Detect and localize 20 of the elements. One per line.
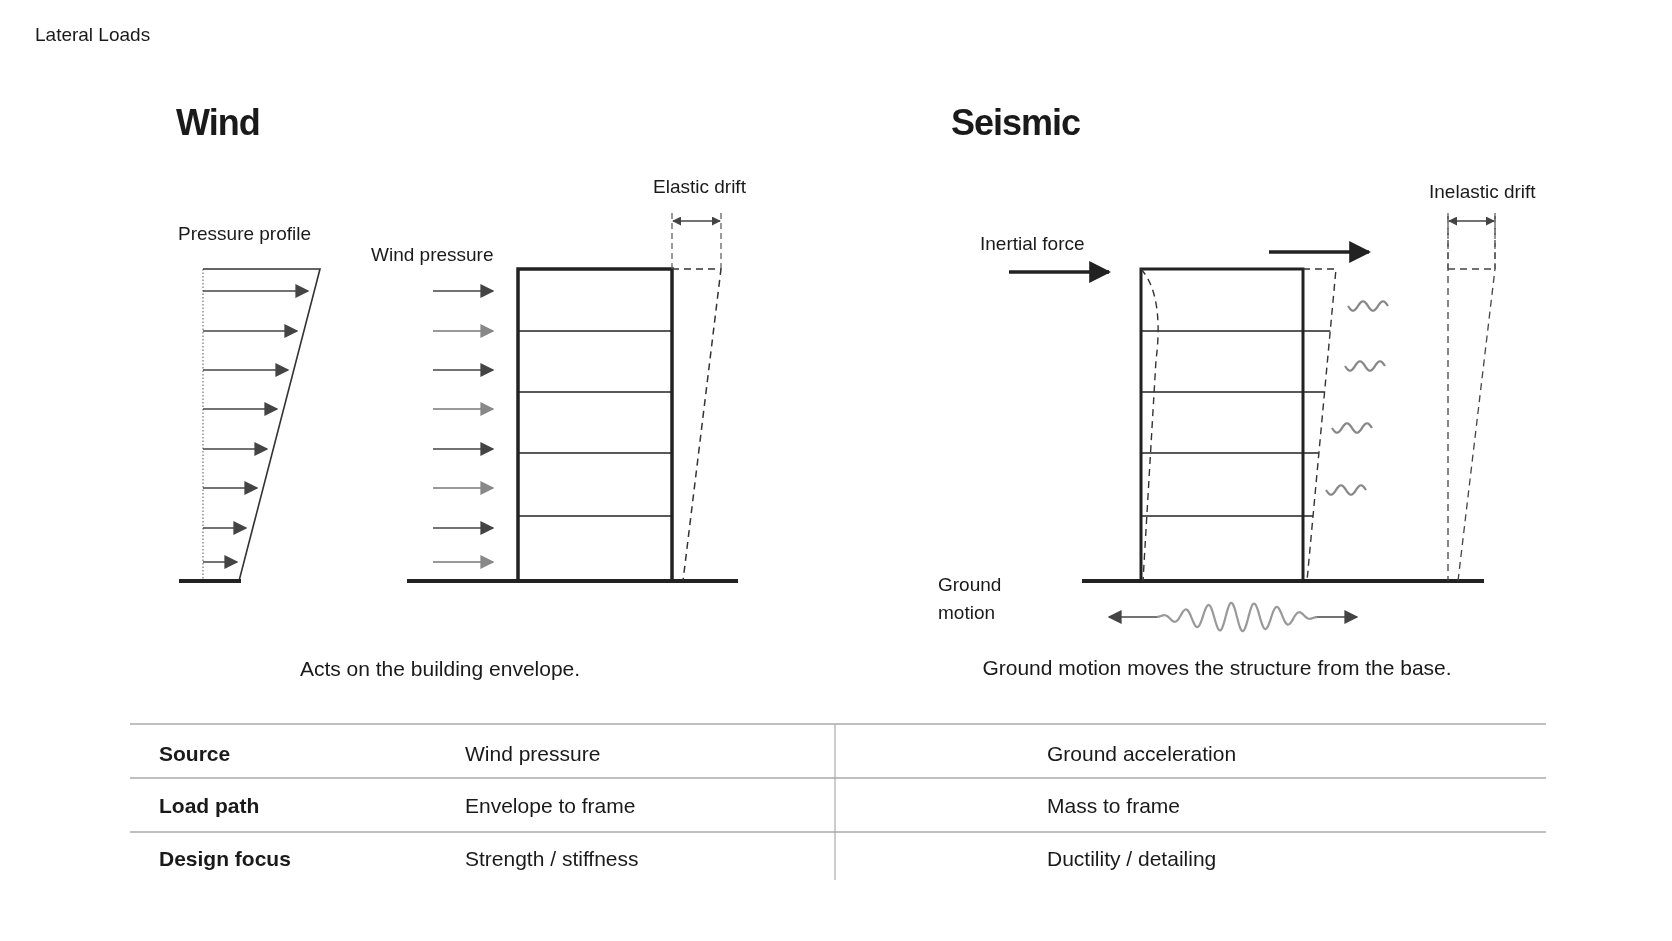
- row-header: Load path: [159, 793, 260, 819]
- page-title: Lateral Loads: [35, 24, 151, 47]
- row-header: Source: [159, 741, 231, 767]
- section-heading: Wind: [176, 101, 260, 145]
- table-cell: Wind pressure: [465, 741, 601, 767]
- table-cell: Strength / stiffness: [465, 846, 639, 872]
- section-heading: Seismic: [951, 101, 1081, 145]
- table-cell: Mass to frame: [1047, 793, 1181, 819]
- diagram-label: Elastic drift: [653, 175, 746, 199]
- caption: Ground motion moves the structure from the base.: [982, 655, 1452, 681]
- table-cell: Ductility / detailing: [1047, 846, 1217, 872]
- diagram-label: Inertial force: [980, 232, 1085, 256]
- diagram-label: Ground motion: [938, 573, 1003, 625]
- caption: Acts on the building envelope.: [299, 656, 581, 682]
- diagram-label: Pressure profile: [178, 222, 312, 246]
- diagram-label: Inelastic drift: [1429, 180, 1536, 204]
- diagram-label: Wind pressure: [371, 243, 494, 267]
- row-header: Design focus: [159, 846, 291, 872]
- table-cell: Envelope to frame: [465, 793, 636, 819]
- table-cell: Ground acceleration: [1047, 741, 1237, 767]
